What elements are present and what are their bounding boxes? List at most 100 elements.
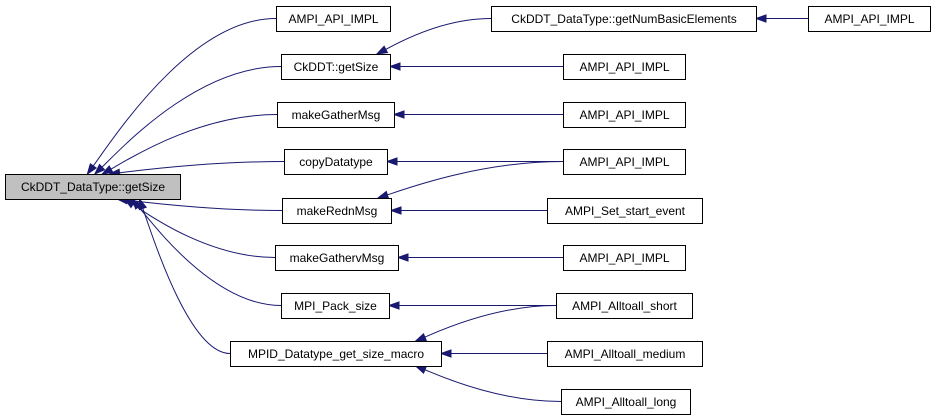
node-n14[interactable]: AMPI_Set_start_event <box>547 198 703 224</box>
node-n8[interactable]: MPID_Datatype_get_size_macro <box>230 341 442 367</box>
arrowhead <box>131 197 143 210</box>
node-n5[interactable]: makeRednMsg <box>282 198 392 224</box>
edge-line <box>138 206 282 306</box>
arrowhead <box>389 206 402 215</box>
edge-n16-to-n8 <box>414 305 557 342</box>
edge-n12-to-n3 <box>392 110 563 119</box>
arrowhead <box>385 157 398 166</box>
edge-n13-to-n5 <box>376 161 564 199</box>
call-graph-edges <box>86 14 808 402</box>
edge-line <box>385 18 492 50</box>
node-n1[interactable]: AMPI_API_IMPL <box>276 6 391 32</box>
node-label: AMPI_API_IMPL <box>579 251 669 265</box>
node-n10[interactable]: AMPI_API_IMPL <box>808 6 931 32</box>
node-box <box>284 149 388 175</box>
node-box <box>563 149 686 175</box>
node-n17[interactable]: AMPI_Alltoall_medium <box>547 341 703 367</box>
arrowhead <box>375 45 389 55</box>
node-box <box>556 293 693 319</box>
node-n9[interactable]: CkDDT_DataType::getNumBasicElements <box>491 6 757 32</box>
node-label: CkDDT_DataType::getSize <box>21 180 165 194</box>
node-n18[interactable]: AMPI_Alltoall_long <box>561 389 691 415</box>
edge-n7-to-root <box>131 197 282 306</box>
node-n12[interactable]: AMPI_API_IMPL <box>563 102 686 128</box>
edge-line <box>119 161 285 174</box>
edge-n15-to-n6 <box>396 253 563 262</box>
node-label: AMPI_Alltoall_long <box>576 395 677 409</box>
node-box <box>276 6 391 32</box>
node-n11[interactable]: AMPI_API_IMPL <box>563 54 686 80</box>
node-n2[interactable]: CkDDT::getSize <box>281 54 391 80</box>
node-box <box>277 102 395 128</box>
edge-line <box>132 204 276 258</box>
node-label: CkDDT::getSize <box>294 60 379 74</box>
arrowhead <box>138 197 148 211</box>
arrowhead <box>376 190 390 199</box>
edge-n2-to-root <box>93 66 282 176</box>
edge-line <box>142 208 231 354</box>
arrowhead <box>439 349 452 358</box>
arrowhead <box>414 365 428 374</box>
node-label: copyDatatype <box>299 155 373 169</box>
node-label: makeGatherMsg <box>292 108 381 122</box>
node-box <box>563 245 686 271</box>
edge-n10-to-n9 <box>754 14 808 23</box>
node-label: AMPI_API_IMPL <box>824 12 914 26</box>
node-box <box>563 54 686 80</box>
node-box <box>561 389 691 415</box>
node-label: AMPI_API_IMPL <box>288 12 378 26</box>
node-n15[interactable]: AMPI_API_IMPL <box>563 245 686 271</box>
edge-n13-to-n4 <box>385 157 563 166</box>
node-root[interactable]: CkDDT_DataType::getSize <box>5 174 181 200</box>
call-graph-nodes: CkDDT_DataType::getSizeAMPI_API_IMPLCkDD… <box>5 6 931 415</box>
node-box <box>281 293 390 319</box>
node-box <box>491 6 757 32</box>
edge-n11-to-n2 <box>388 62 563 71</box>
arrowhead <box>396 253 409 262</box>
node-box <box>547 198 703 224</box>
edge-line <box>387 161 564 196</box>
edge-line <box>92 18 277 167</box>
node-label: AMPI_Alltoall_medium <box>565 347 686 361</box>
node-n6[interactable]: makeGathervMsg <box>275 245 399 271</box>
arrowhead <box>93 163 106 176</box>
edge-line <box>424 369 562 402</box>
edge-n1-to-root <box>86 18 277 176</box>
node-box <box>230 341 442 367</box>
arrowhead <box>86 162 98 176</box>
node-n13[interactable]: AMPI_API_IMPL <box>563 149 686 175</box>
edge-line <box>101 66 282 168</box>
node-label: AMPI_API_IMPL <box>579 108 669 122</box>
node-label: AMPI_API_IMPL <box>579 60 669 74</box>
node-label: AMPI_API_IMPL <box>579 155 669 169</box>
node-n7[interactable]: MPI_Pack_size <box>281 293 390 319</box>
edge-n8-to-root <box>138 197 231 354</box>
node-box <box>282 198 392 224</box>
edge-line <box>110 114 278 170</box>
node-n3[interactable]: makeGatherMsg <box>277 102 395 128</box>
edge-n17-to-n8 <box>439 349 547 358</box>
arrowhead <box>388 62 401 71</box>
node-box <box>808 6 931 32</box>
node-n16[interactable]: AMPI_Alltoall_short <box>556 293 693 319</box>
node-box <box>275 245 399 271</box>
node-box <box>281 54 391 80</box>
node-label: makeRednMsg <box>297 204 378 218</box>
node-label: MPID_Datatype_get_size_macro <box>248 347 424 361</box>
edge-n14-to-n5 <box>389 206 548 215</box>
edge-n18-to-n8 <box>414 365 562 402</box>
arrowhead <box>387 301 400 310</box>
node-box <box>547 341 703 367</box>
node-label: AMPI_Set_start_event <box>565 204 686 218</box>
node-box <box>563 102 686 128</box>
node-label: AMPI_Alltoall_short <box>572 299 677 313</box>
node-label: makeGathervMsg <box>290 251 385 265</box>
node-n4[interactable]: copyDatatype <box>284 149 388 175</box>
node-label: CkDDT_DataType::getNumBasicElements <box>511 12 736 26</box>
arrowhead <box>414 332 428 342</box>
edge-line <box>424 305 557 338</box>
edge-n3-to-root <box>101 114 278 175</box>
arrowhead <box>392 110 405 119</box>
edge-line <box>127 199 283 211</box>
